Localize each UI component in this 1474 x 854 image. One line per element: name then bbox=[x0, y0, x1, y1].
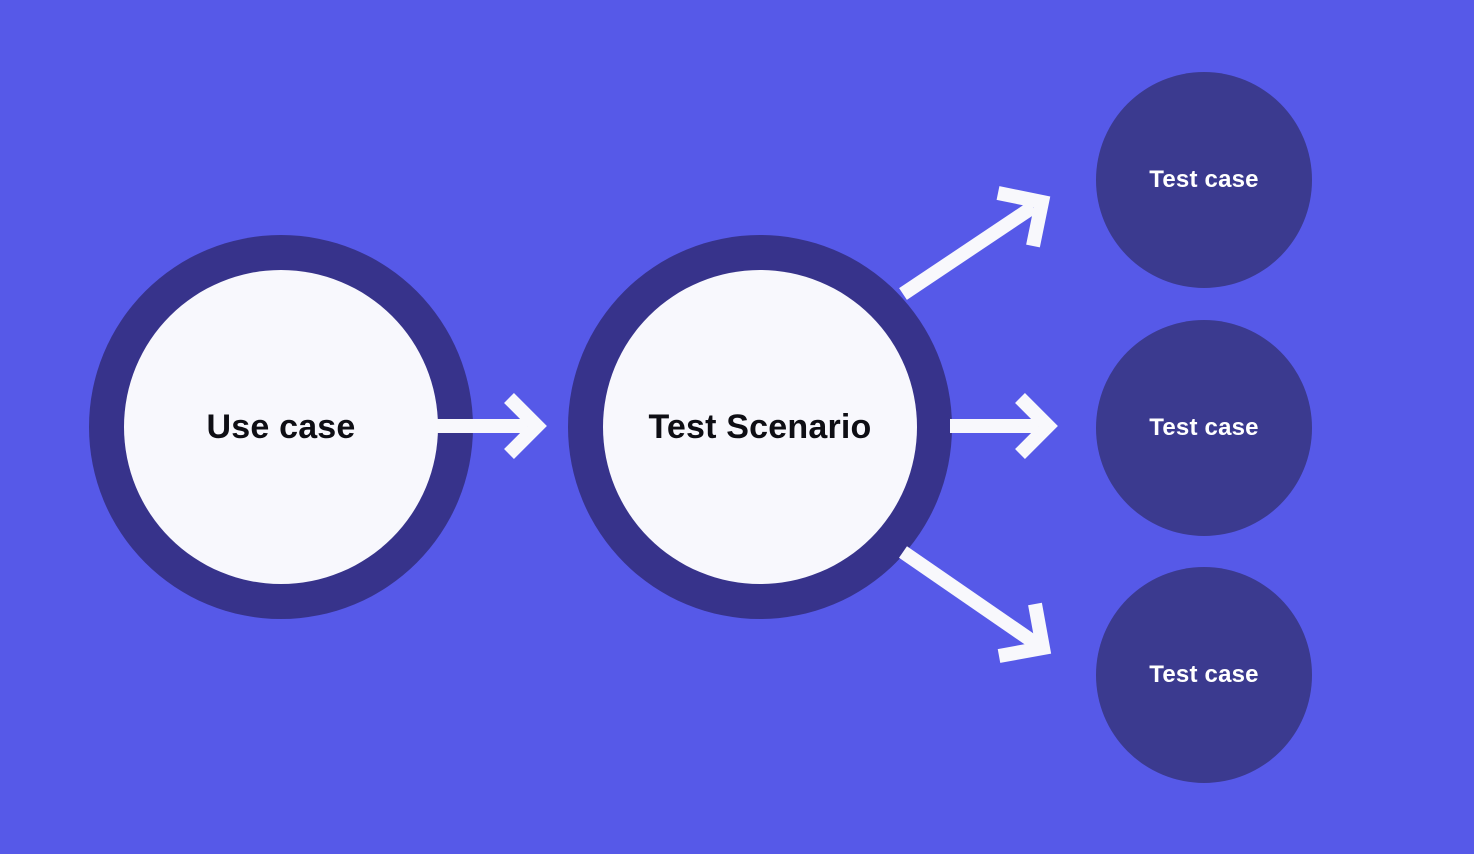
use-case-node: Use case bbox=[89, 235, 473, 619]
test-scenario-inner-circle: Test Scenario bbox=[603, 270, 917, 584]
test-case-node-2: Test case bbox=[1096, 320, 1312, 536]
use-case-inner-circle: Use case bbox=[124, 270, 438, 584]
arrow-test-scenario-to-test-case-2 bbox=[950, 393, 1058, 459]
test-case-1-label: Test case bbox=[1149, 166, 1259, 193]
test-case-2-label: Test case bbox=[1149, 414, 1259, 441]
arrow-test-scenario-to-test-case-3 bbox=[899, 546, 1052, 663]
test-scenario-label: Test Scenario bbox=[648, 407, 872, 446]
test-case-node-1: Test case bbox=[1096, 72, 1312, 288]
test-case-3-label: Test case bbox=[1149, 661, 1259, 688]
use-case-label: Use case bbox=[206, 407, 356, 446]
test-scenario-node: Test Scenario bbox=[568, 235, 952, 619]
arrow-test-scenario-to-test-case-1 bbox=[899, 186, 1051, 300]
test-case-node-3: Test case bbox=[1096, 567, 1312, 783]
